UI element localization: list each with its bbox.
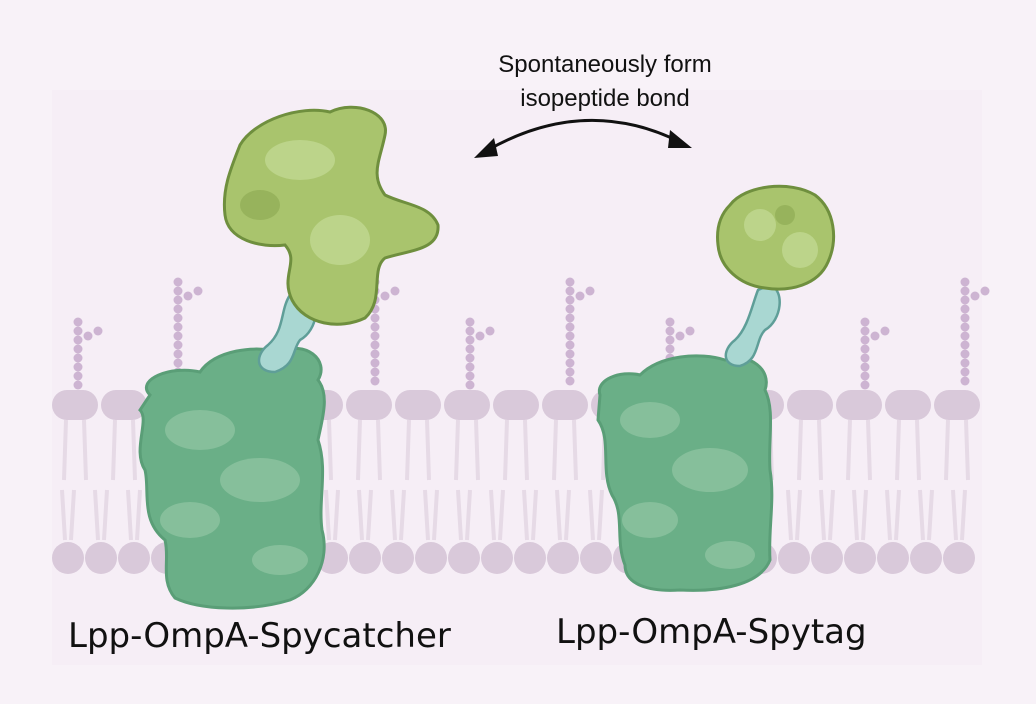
glycan-chain — [73, 317, 103, 390]
inner-lipid-head — [778, 542, 810, 574]
lipid-tail — [423, 489, 439, 541]
outer-lipid-head — [836, 390, 882, 420]
outer-lipid-head — [444, 390, 490, 420]
lipid-tail — [60, 489, 76, 541]
inner-lipid-head — [910, 542, 942, 574]
inner-lipid-head — [415, 542, 447, 574]
spytag-label: Lpp-OmpA-Spytag — [556, 612, 867, 652]
inner-lipid-head — [844, 542, 876, 574]
glycan-chain — [465, 317, 495, 390]
lipid-tail — [324, 489, 340, 541]
glycan-chain — [860, 317, 890, 390]
lipid-tail — [797, 419, 823, 481]
outer-lipid-head — [542, 390, 588, 420]
lipid-tail — [786, 489, 802, 541]
lipid-tail — [454, 419, 480, 481]
outer-lipid-head — [493, 390, 539, 420]
lipid-tail — [552, 419, 578, 481]
lipid-tail — [885, 489, 901, 541]
lipid-tail — [489, 489, 505, 541]
lipid-tail — [390, 489, 406, 541]
inner-lipid-head — [349, 542, 381, 574]
lipid-tail — [111, 419, 137, 481]
spycatcher-protein — [222, 105, 440, 326]
glycan-chain — [960, 277, 990, 386]
lipid-tail — [93, 489, 109, 541]
lipid-tail — [555, 489, 571, 541]
inner-lipid-head — [877, 542, 909, 574]
lipid-tail — [846, 419, 872, 481]
inner-lipid-head — [85, 542, 117, 574]
outer-lipid-head — [787, 390, 833, 420]
lipid-tail — [944, 419, 970, 481]
lipid-tail — [126, 489, 142, 541]
inner-lipid-head — [52, 542, 84, 574]
inner-lipid-head — [943, 542, 975, 574]
lipid-tail — [918, 489, 934, 541]
inner-lipid-head — [382, 542, 414, 574]
outer-lipid-head — [101, 390, 147, 420]
spycatcher-label: Lpp-OmpA-Spycatcher — [68, 616, 451, 656]
lipid-tail — [357, 489, 373, 541]
lipid-tail — [895, 419, 921, 481]
lipid-tail — [62, 419, 88, 481]
annotation-line-2: isopeptide bond — [520, 85, 690, 112]
spytag-protein — [716, 184, 836, 291]
lipid-tail — [522, 489, 538, 541]
outer-lipid-head — [885, 390, 931, 420]
lipid-tail — [951, 489, 967, 541]
lipid-tail — [588, 489, 604, 541]
bidirectional-arrow-icon — [474, 118, 692, 158]
outer-lipid-head — [52, 390, 98, 420]
lipid-tail — [852, 489, 868, 541]
glycan-chain — [565, 277, 595, 386]
ompa-protein-right — [596, 354, 774, 592]
inner-lipid-head — [547, 542, 579, 574]
lipid-tail — [819, 489, 835, 541]
outer-lipid-head — [346, 390, 392, 420]
inner-lipid-head — [514, 542, 546, 574]
lipid-tail — [503, 419, 529, 481]
lps-glycan-chains — [73, 277, 990, 390]
inner-lipid-head — [448, 542, 480, 574]
inner-lipid-head — [811, 542, 843, 574]
lipid-tail — [456, 489, 472, 541]
inner-lipid-head — [481, 542, 513, 574]
linker-right — [724, 283, 781, 368]
glycan-chain — [173, 277, 203, 386]
ompa-protein-left — [138, 346, 326, 610]
lipid-tail — [356, 419, 382, 481]
lipid-tail — [405, 419, 431, 481]
outer-lipid-head — [395, 390, 441, 420]
inner-lipid-head — [580, 542, 612, 574]
isopeptide-bond-annotation: Spontaneously form isopeptide bond — [455, 48, 755, 116]
outer-lipid-head — [934, 390, 980, 420]
inner-lipid-head — [118, 542, 150, 574]
annotation-line-1: Spontaneously form — [498, 51, 712, 78]
